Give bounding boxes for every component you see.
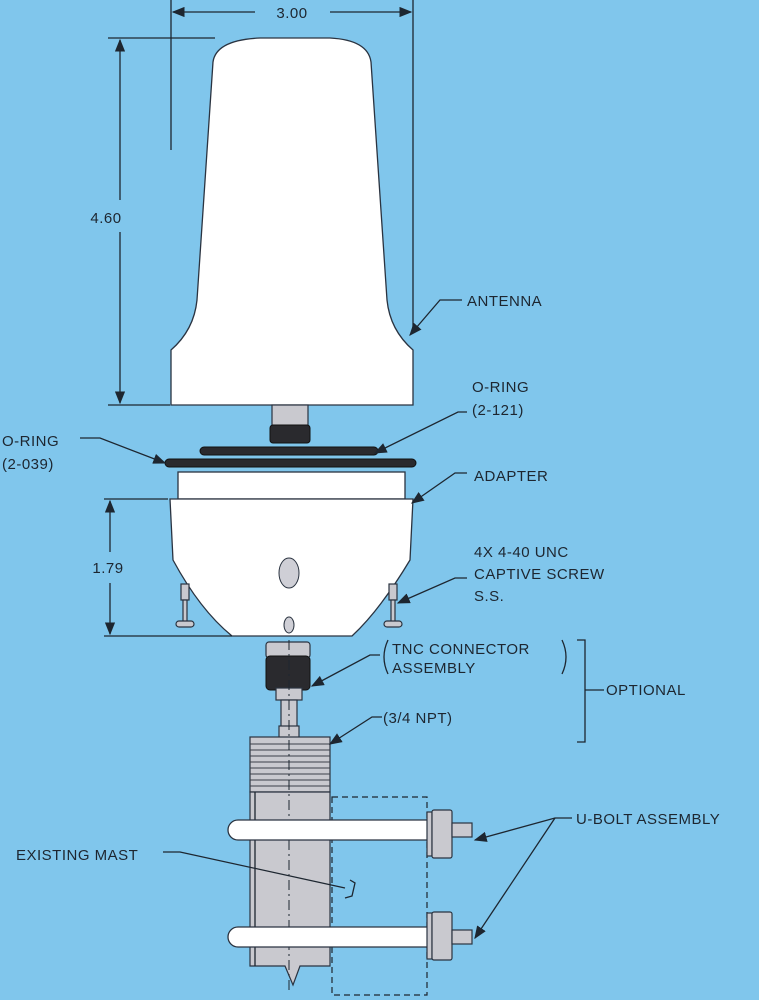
- u-bolt-upper: [227, 809, 473, 859]
- adapter-label: ADAPTER: [474, 468, 548, 485]
- bracket-outline: [331, 796, 428, 996]
- tnc-label-line2: ASSEMBLY: [392, 660, 476, 677]
- o-ring-large-label: O-RING: [2, 433, 59, 450]
- width-dimension: 3.00: [170, 0, 414, 330]
- tnc-label-line1: TNC CONNECTOR: [392, 641, 530, 658]
- leader-lines: [80, 299, 604, 940]
- screw-label-line1: 4X 4-40 UNC: [474, 544, 569, 561]
- u-bolt-label: U-BOLT ASSEMBLY: [576, 811, 720, 828]
- adapter-height-dimension: 1.79: [92, 498, 232, 637]
- antenna-height-dimension: 4.60: [90, 37, 215, 406]
- antenna-height-label: 4.60: [90, 210, 121, 227]
- captive-screw-left: [175, 583, 195, 628]
- antenna-connector-nut: [269, 424, 311, 444]
- o-ring-2-121: [199, 446, 379, 456]
- screw-label-line2: CAPTIVE SCREW: [474, 566, 605, 583]
- o-ring-2-039: [164, 458, 417, 468]
- o-ring-large-part: (2-039): [2, 456, 54, 473]
- existing-mast-label: EXISTING MAST: [16, 847, 138, 864]
- u-bolt-lower: [227, 911, 473, 961]
- antenna-radome: [170, 37, 414, 406]
- o-ring-small-label: O-RING: [472, 379, 529, 396]
- adapter-small-hole: [283, 616, 295, 634]
- tnc-connector-assembly: [265, 641, 311, 739]
- o-ring-small-part: (2-121): [472, 402, 524, 419]
- adapter-hole: [278, 557, 300, 589]
- width-dimension-label: 3.00: [276, 5, 307, 22]
- threaded-pipe: [249, 736, 331, 793]
- adapter: [169, 471, 414, 637]
- antenna-connector: [271, 404, 309, 428]
- antenna-label: ANTENNA: [467, 293, 542, 310]
- screw-label-line3: S.S.: [474, 588, 504, 605]
- adapter-height-label: 1.79: [92, 560, 123, 577]
- captive-screw-right: [383, 583, 403, 628]
- npt-label: (3/4 NPT): [383, 710, 453, 727]
- optional-label: OPTIONAL: [606, 682, 686, 699]
